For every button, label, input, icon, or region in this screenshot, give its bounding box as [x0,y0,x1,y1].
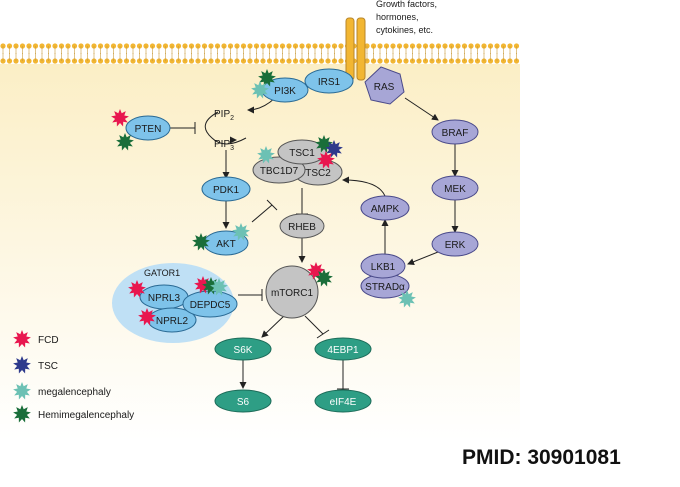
mutation-markers [111,69,416,326]
legend-label-megalencephaly: megalencephaly [38,387,111,398]
depdc5-label: DEPDC5 [190,300,231,311]
mutation-star-pi3k [251,81,269,99]
node-mtorc1: mTORC1 [265,265,319,319]
irs1-label: IRS1 [318,77,341,88]
tsc2-label: TSC2 [305,168,331,179]
s6k-label: S6K [234,345,253,356]
tsc1-label: TSC1 [289,148,315,159]
eif4e-label: eIF4E [330,397,357,408]
mutation-star-akt [232,223,250,241]
braf-label: BRAF [442,128,469,139]
node-tbc1d7: TBC1D7 [252,156,306,184]
s6-label: S6 [237,397,250,408]
nprl3-label: NPRL3 [148,293,181,304]
mutation-star-pi3k [258,69,276,87]
legend-star-tsc [13,356,31,374]
receptor-label-line3: cytokines, etc. [376,25,433,35]
node-depdc5: DEPDC5 [182,290,238,318]
mutation-star-nprl3 [128,280,146,298]
mutation-star-tsc1 [325,140,343,158]
mutation-star-tbc1d7 [257,146,275,164]
legend: FCD TSC megalencephaly Hemimegalencephal… [13,330,134,423]
mutation-star-nprl2 [138,308,156,326]
node-pten: PTEN [125,115,171,141]
mutation-star-strada [398,290,416,308]
pip3-label: PIP3 [214,139,234,152]
node-eif4e: eIF4E [314,389,372,413]
node-s6: S6 [214,389,272,413]
node-nprl3: NPRL3 [139,284,189,310]
receptor-label-line1: Growth factors, [376,0,437,9]
receptor-label-line2: hormones, [376,12,419,22]
legend-star-hemimegalencephaly [13,405,31,423]
mutation-star-pten [111,109,129,127]
nprl2-label: NPRL2 [156,316,189,327]
node-strada: STRADα [360,273,410,299]
lkb1-label: LKB1 [371,262,396,273]
legend-star-fcd [13,330,31,348]
node-rheb: RHEB [279,213,325,239]
mutation-star-pten [116,133,134,151]
node-pdk1: PDK1 [201,176,251,202]
node-braf: BRAF [431,119,479,145]
strada-label: STRADα [365,282,405,293]
pip2-label: PIP2 [214,109,234,122]
legend-label-fcd: FCD [38,335,59,346]
rheb-label: RHEB [288,222,316,233]
4ebp1-label: 4EBP1 [327,345,359,356]
node-lkb1: LKB1 [360,253,406,279]
ampk-label: AMPK [371,204,400,215]
pmid-citation: PMID: 30901081 [462,446,621,469]
node-ras: RAS [364,66,405,105]
legend-star-shape [13,330,31,348]
node-mek: MEK [431,175,479,201]
legend-star-megalencephaly [13,382,31,400]
pi3k-label: PI3K [274,86,296,97]
mek-label: MEK [444,184,466,195]
legend-star-shape [13,356,31,374]
edges [170,97,459,390]
mutation-star-depdc5 [210,278,228,296]
pten-label: PTEN [135,124,162,135]
mutation-star-tsc1 [315,135,333,153]
pdk1-label: PDK1 [213,185,240,196]
mutation-star-mtorc1 [307,262,325,280]
legend-label-tsc: TSC [38,361,58,372]
legend-star-shape [13,405,31,423]
ras-label: RAS [374,82,395,93]
node-erk: ERK [431,231,479,257]
gator1-label: GATOR1 [144,268,180,278]
mutation-star-akt [192,233,210,251]
mutation-star-mtorc1 [315,269,333,287]
node-s6k: S6K [214,337,272,361]
tbc1d7-label: TBC1D7 [260,166,299,177]
legend-label-hemimegalencephaly: Hemimegalencephaly [38,410,134,421]
node-4ebp1: 4EBP1 [314,337,372,361]
cell-membrane [0,42,520,64]
mutation-star-tsc2 [317,151,335,169]
node-ampk: AMPK [360,195,410,221]
node-irs1: IRS1 [304,68,354,94]
erk-label: ERK [445,240,466,251]
legend-star-shape [13,382,31,400]
akt-label: AKT [216,239,235,250]
mtorc1-label: mTORC1 [271,288,313,299]
